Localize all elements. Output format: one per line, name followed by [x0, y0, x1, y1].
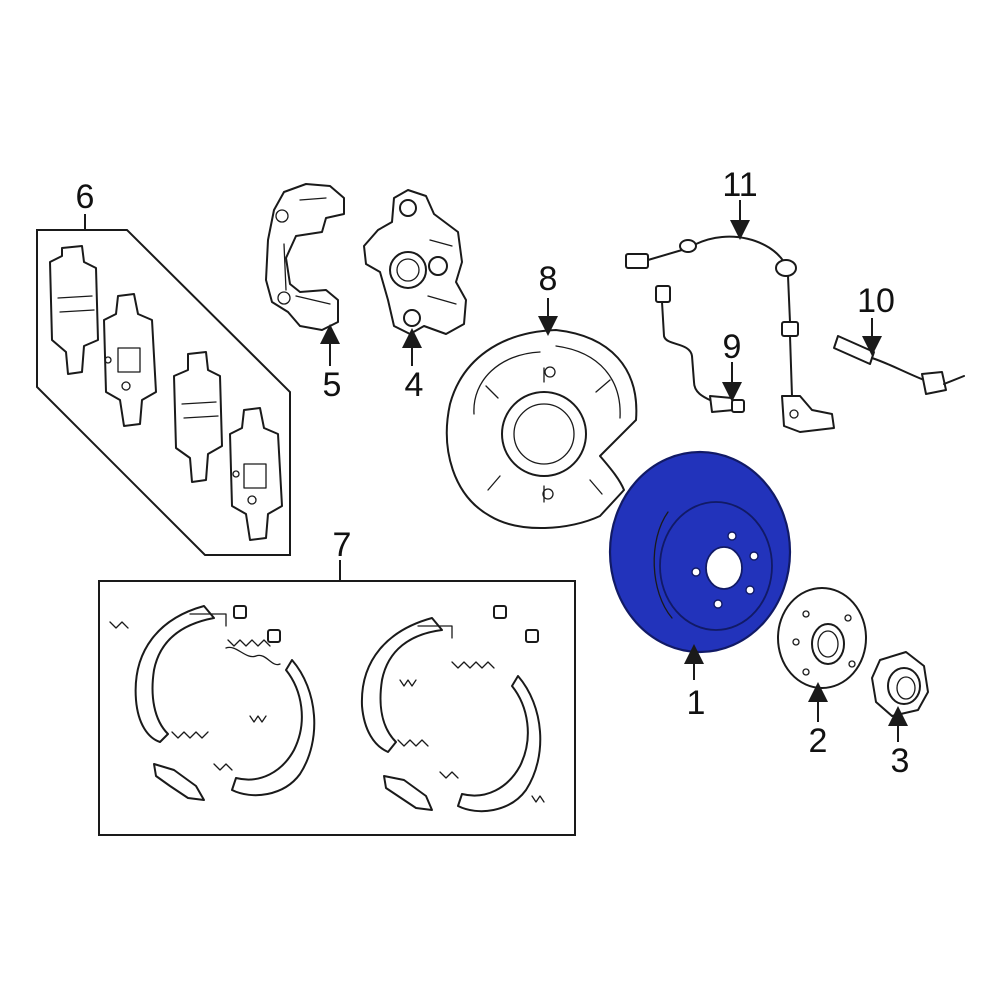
brake-pad-2	[103, 293, 157, 427]
brake-rotor[interactable]	[608, 450, 792, 654]
brake-pad-set-outline	[36, 229, 291, 556]
callout-11[interactable]: 11	[722, 166, 757, 204]
brake-rotor-center-bore	[705, 546, 743, 590]
callout-3[interactable]: 3	[891, 742, 910, 780]
brake-pad-4	[229, 407, 283, 541]
callout-7[interactable]: 7	[333, 526, 352, 564]
parking-brake-shoe-kit[interactable]	[98, 580, 576, 836]
callout-10[interactable]: 10	[857, 282, 895, 320]
caliper-bracket[interactable]	[265, 183, 345, 331]
brake-pad-3	[173, 351, 223, 483]
callout-2[interactable]: 2	[809, 722, 828, 760]
parking-brake-assembly-right	[360, 605, 545, 813]
wheel-hub[interactable]	[777, 587, 867, 689]
callout-9[interactable]: 9	[723, 328, 742, 366]
parking-brake-assembly-left	[109, 605, 316, 801]
callout-8[interactable]: 8	[539, 260, 558, 298]
brake-caliper[interactable]	[363, 189, 467, 335]
parking-brake-shoe-kit-outline	[98, 580, 576, 836]
dust-shield[interactable]	[445, 329, 638, 530]
callout-6[interactable]: 6	[76, 178, 95, 216]
callout-5[interactable]: 5	[323, 366, 342, 404]
brake-pad-1	[49, 245, 99, 375]
abs-harness[interactable]	[625, 235, 835, 433]
callout-1[interactable]: 1	[687, 684, 706, 722]
axle-nut[interactable]	[871, 651, 929, 717]
pad-wear-sensor[interactable]	[833, 335, 965, 395]
brake-pad-set[interactable]	[36, 229, 291, 556]
callout-4[interactable]: 4	[405, 366, 424, 404]
